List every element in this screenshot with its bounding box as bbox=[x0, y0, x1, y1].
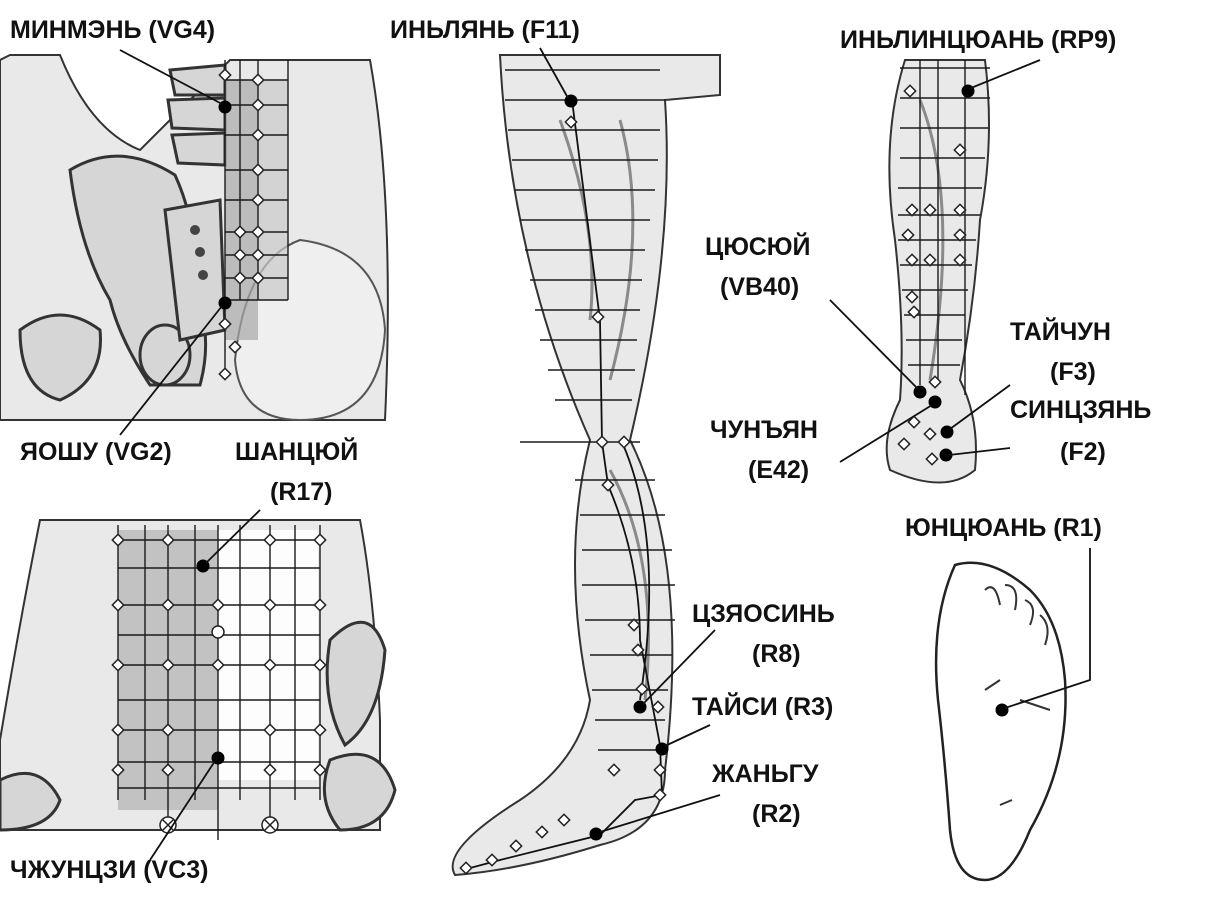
label-r3: ТАЙСИ (R3) bbox=[692, 691, 833, 721]
label-e42-name: ЧУНЪЯН bbox=[710, 416, 818, 444]
r1-point bbox=[996, 704, 1008, 716]
label-r8-code: (R8) bbox=[752, 640, 801, 668]
leg-panel bbox=[453, 48, 720, 875]
label-vg4: МИНМЭНЬ (VG4) bbox=[10, 16, 215, 44]
label-f3-name: ТАЙЧУН bbox=[1010, 316, 1111, 346]
label-e42-code: (E42) bbox=[748, 456, 809, 484]
lower-back-pelvis-panel bbox=[0, 50, 388, 435]
label-r2-code: (R2) bbox=[752, 800, 801, 828]
label-vb40-name: ЦЮСЮЙ bbox=[705, 231, 811, 261]
label-f11: ИНЬЛЯНЬ (F11) bbox=[390, 16, 580, 44]
lower-leg-foot-panel bbox=[830, 60, 1040, 483]
label-f2-code: (F2) bbox=[1060, 438, 1106, 466]
foot-sole-panel bbox=[936, 548, 1090, 880]
label-r2-name: ЖАНЬГУ bbox=[711, 760, 819, 788]
label-r1: ЮНЦЮАНЬ (R1) bbox=[905, 514, 1102, 542]
label-f2-name: СИНЦЗЯНЬ bbox=[1010, 396, 1151, 424]
label-vc3: ЧЖУНЦЗИ (VC3) bbox=[10, 856, 209, 884]
label-r17-name: ШАНЦЮЙ bbox=[235, 436, 358, 466]
label-vb40-code: (VB40) bbox=[720, 273, 799, 301]
label-r17-code: (R17) bbox=[270, 478, 333, 506]
r3-leader bbox=[665, 725, 710, 746]
label-r8-name: ЦЗЯОСИНЬ bbox=[692, 600, 835, 628]
abdomen-panel bbox=[0, 510, 395, 860]
label-vg2: ЯОШУ (VG2) bbox=[20, 438, 172, 466]
r2-point bbox=[590, 828, 602, 840]
label-rp9: ИНЬЛИНЦЮАНЬ (RP9) bbox=[840, 26, 1116, 54]
label-f3-code: (F3) bbox=[1050, 358, 1096, 386]
